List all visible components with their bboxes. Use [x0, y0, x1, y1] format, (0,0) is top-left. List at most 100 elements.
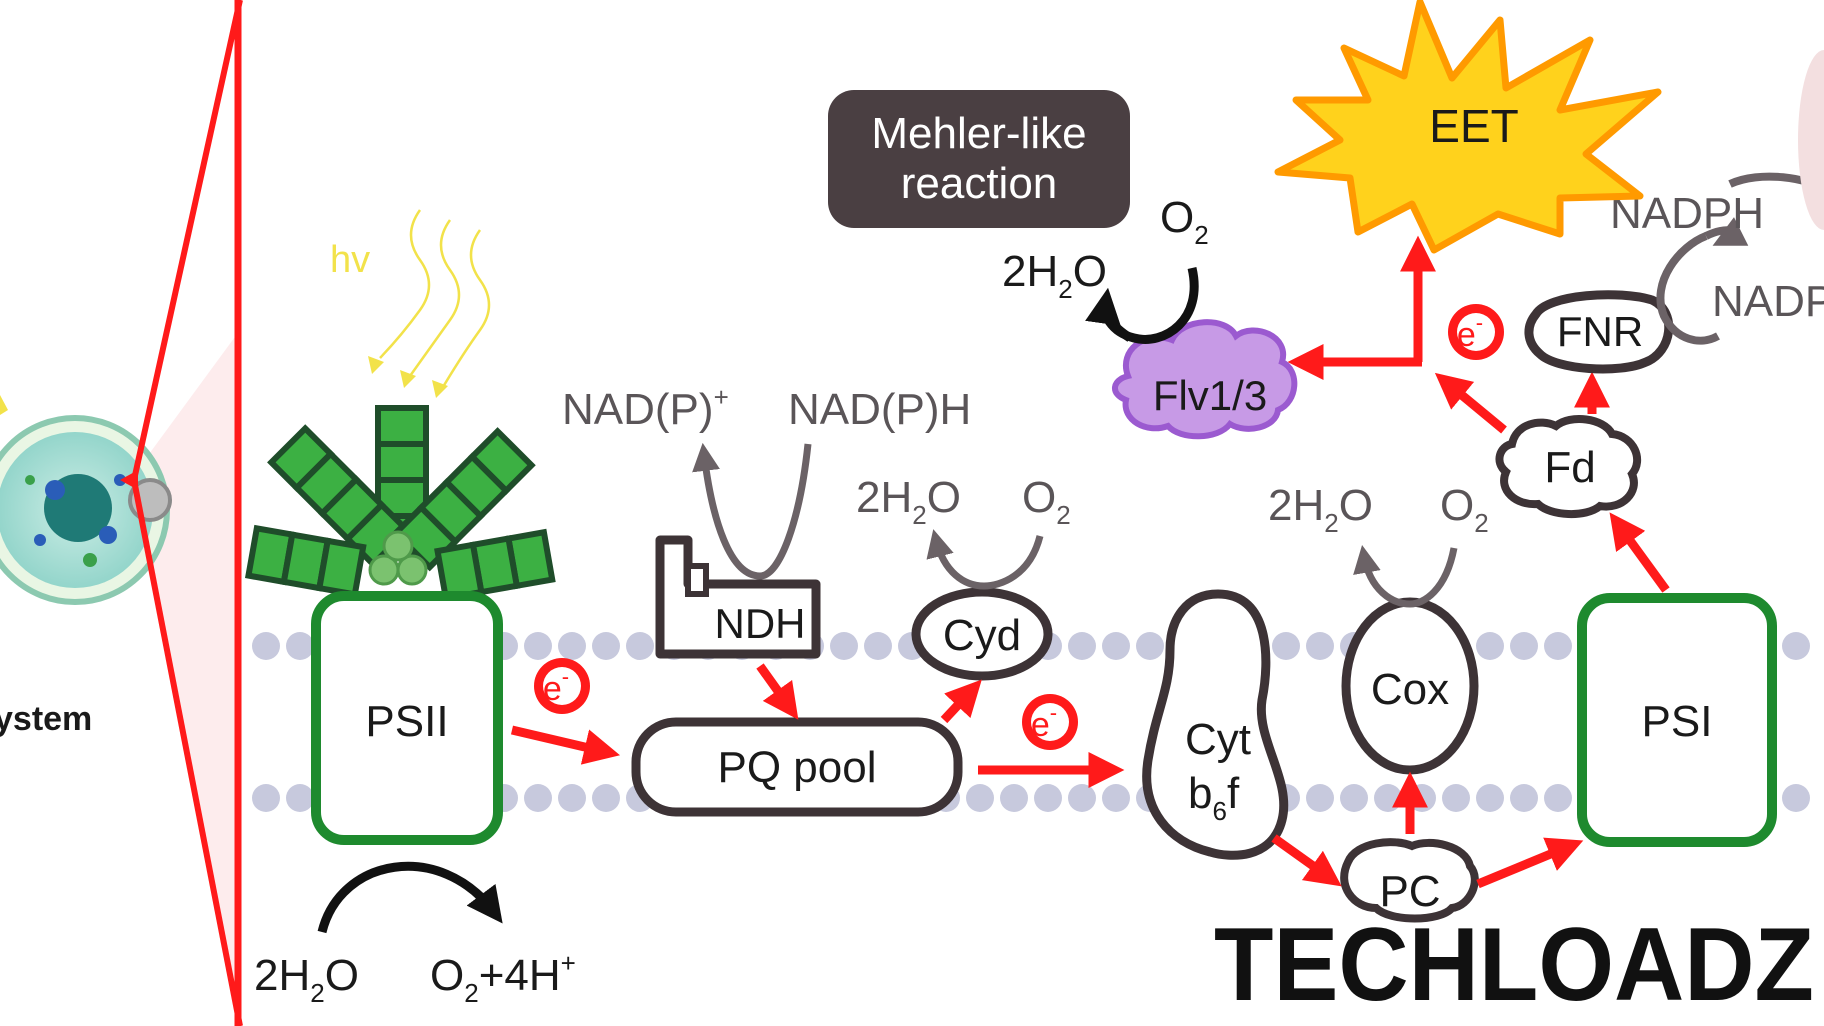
- electron-sup-1: -: [562, 664, 569, 689]
- electron-label-3: e: [1457, 316, 1476, 354]
- pc-label: PC: [1379, 867, 1440, 916]
- light-wave-1: [379, 209, 431, 359]
- membrane-lipid-dot: [524, 784, 552, 812]
- flv-oxygen-main: O: [1160, 193, 1194, 242]
- flv-label: Flv1/3: [1153, 372, 1267, 419]
- arrow-psi-to-fd: [1609, 512, 1670, 593]
- light-arrow-1: [368, 356, 384, 374]
- psii-antenna: [244, 405, 556, 602]
- fnr-protein: FNR: [1524, 290, 1674, 374]
- arrow-fd-to-branch: [1434, 372, 1507, 434]
- cytb6f-line2-tail: f: [1227, 769, 1240, 818]
- psii-products-sup: +: [561, 948, 576, 978]
- electron-badge-pq: e-: [1022, 694, 1078, 750]
- arrow-cyt-to-pc: [1271, 834, 1342, 887]
- cytb6f-line1: Cyt: [1185, 715, 1251, 764]
- mehler-line1: Mehler-like: [871, 109, 1086, 158]
- fd-label: Fd: [1544, 443, 1595, 492]
- cox-water-main: 2H: [1268, 481, 1324, 530]
- membrane-lipid-dot: [1034, 784, 1062, 812]
- psii-label: PSII: [365, 697, 448, 746]
- membrane-lipid-dot: [626, 632, 654, 660]
- membrane-lipid-dot: [1102, 632, 1130, 660]
- eet-burst: EET: [1274, 0, 1662, 254]
- electron-label-1: e: [543, 670, 562, 708]
- membrane-lipid-dot: [1000, 784, 1028, 812]
- membrane-lipid-dot: [286, 784, 314, 812]
- cytb6f-line2-main: b: [1188, 769, 1212, 818]
- cytb6f-line2: b6f: [1188, 769, 1240, 826]
- membrane-lipid-dot: [1068, 632, 1096, 660]
- membrane-lipid-dot: [252, 632, 280, 660]
- svg-text:e-: e-: [1031, 700, 1057, 744]
- membrane-lipid-dot: [592, 632, 620, 660]
- cyd-oxygen-main: O: [1022, 473, 1056, 522]
- ndh-complex: NDH: [655, 535, 821, 659]
- membrane-lipid-dot: [1544, 784, 1572, 812]
- flv-oxygen-sub: 2: [1194, 220, 1208, 250]
- ndh-reduced: NAD(P)H: [788, 385, 971, 434]
- eet-label: EET: [1429, 100, 1518, 152]
- zoom-line-bottom: [131, 479, 243, 1026]
- membrane-lipid-dot: [524, 632, 552, 660]
- flv-water-main: 2H: [1002, 247, 1058, 296]
- membrane-lipid-dot: [1272, 632, 1300, 660]
- psi-complex: PSI: [1577, 593, 1777, 847]
- membrane-lipid-dot: [1476, 784, 1504, 812]
- pq-pool-label: PQ pool: [718, 743, 877, 792]
- pq-pool: PQ pool: [631, 717, 963, 817]
- cyd-label: Cyd: [943, 611, 1021, 660]
- ndh-label: NDH: [715, 600, 806, 647]
- membrane-lipid-dot: [1136, 632, 1164, 660]
- flv-reaction-arrowhead: [1085, 287, 1133, 342]
- membrane-lipid-dot: [1442, 784, 1470, 812]
- cyd-water-sub: 2: [912, 500, 926, 530]
- cox-water: 2H2O: [1268, 481, 1373, 538]
- electron-sup-2: -: [1050, 700, 1057, 725]
- membrane-lipid-dot: [1782, 784, 1810, 812]
- ndh-oxidized-main: NAD(P): [562, 385, 714, 434]
- membrane-lipid-dot: [830, 632, 858, 660]
- right-edge-blob: [1798, 50, 1824, 230]
- membrane-lipid-dot: [1510, 784, 1538, 812]
- cell-icon: [0, 415, 170, 605]
- cyd-water: 2H2O: [856, 473, 961, 530]
- membrane-lipid-dot: [558, 632, 586, 660]
- flv-water-sub: 2: [1058, 274, 1072, 304]
- arrow-ndh-to-pq: [756, 663, 799, 720]
- psii-products: O2+4H+: [430, 948, 576, 1008]
- water-splitting-arrow: [317, 861, 503, 934]
- electron-label-2: e: [1031, 706, 1050, 744]
- cox-water-sub: 2: [1324, 508, 1338, 538]
- mehler-box: Mehler-like reaction: [828, 90, 1130, 228]
- arrow-pq-to-cyd: [940, 679, 982, 724]
- cox-reaction-arrow: [1353, 544, 1458, 608]
- flv-oxygen: O2: [1160, 193, 1209, 250]
- membrane-lipid-dot: [1374, 784, 1402, 812]
- cytb6f-line2-sub: 6: [1212, 796, 1226, 826]
- cyd-oxygen-sub: 2: [1056, 500, 1070, 530]
- cyd-complex: Cyd: [911, 587, 1053, 681]
- fnr-label: FNR: [1557, 308, 1643, 355]
- cyd-water-tail: O: [927, 473, 961, 522]
- fnr-reaction-arrowhead: [1704, 217, 1749, 246]
- psii-water-sub: 2: [310, 978, 324, 1008]
- electron-sup-3: -: [1476, 310, 1483, 335]
- left-panel: ystem: [0, 0, 243, 1026]
- flv-water: 2H2O: [1002, 247, 1107, 304]
- psii-water-main: 2H: [254, 951, 310, 1000]
- electron-badge-flv: e-: [1448, 304, 1504, 360]
- pc-protein: PC: [1340, 838, 1479, 923]
- psii-products-tail: +4H: [479, 951, 561, 1000]
- cox-water-tail: O: [1339, 481, 1373, 530]
- membrane-lipid-dot: [864, 632, 892, 660]
- ndh-oxidized: NAD(P)+: [562, 382, 729, 434]
- fnr-nadp: NADP: [1712, 277, 1824, 326]
- light-wave-3: [438, 229, 491, 393]
- light-arrow-3: [432, 380, 448, 398]
- watermark: TECHLOADZ: [1214, 907, 1814, 1023]
- psi-label: PSI: [1642, 697, 1713, 746]
- membrane-lipid-dot: [1510, 632, 1538, 660]
- cox-complex: Cox: [1341, 597, 1479, 775]
